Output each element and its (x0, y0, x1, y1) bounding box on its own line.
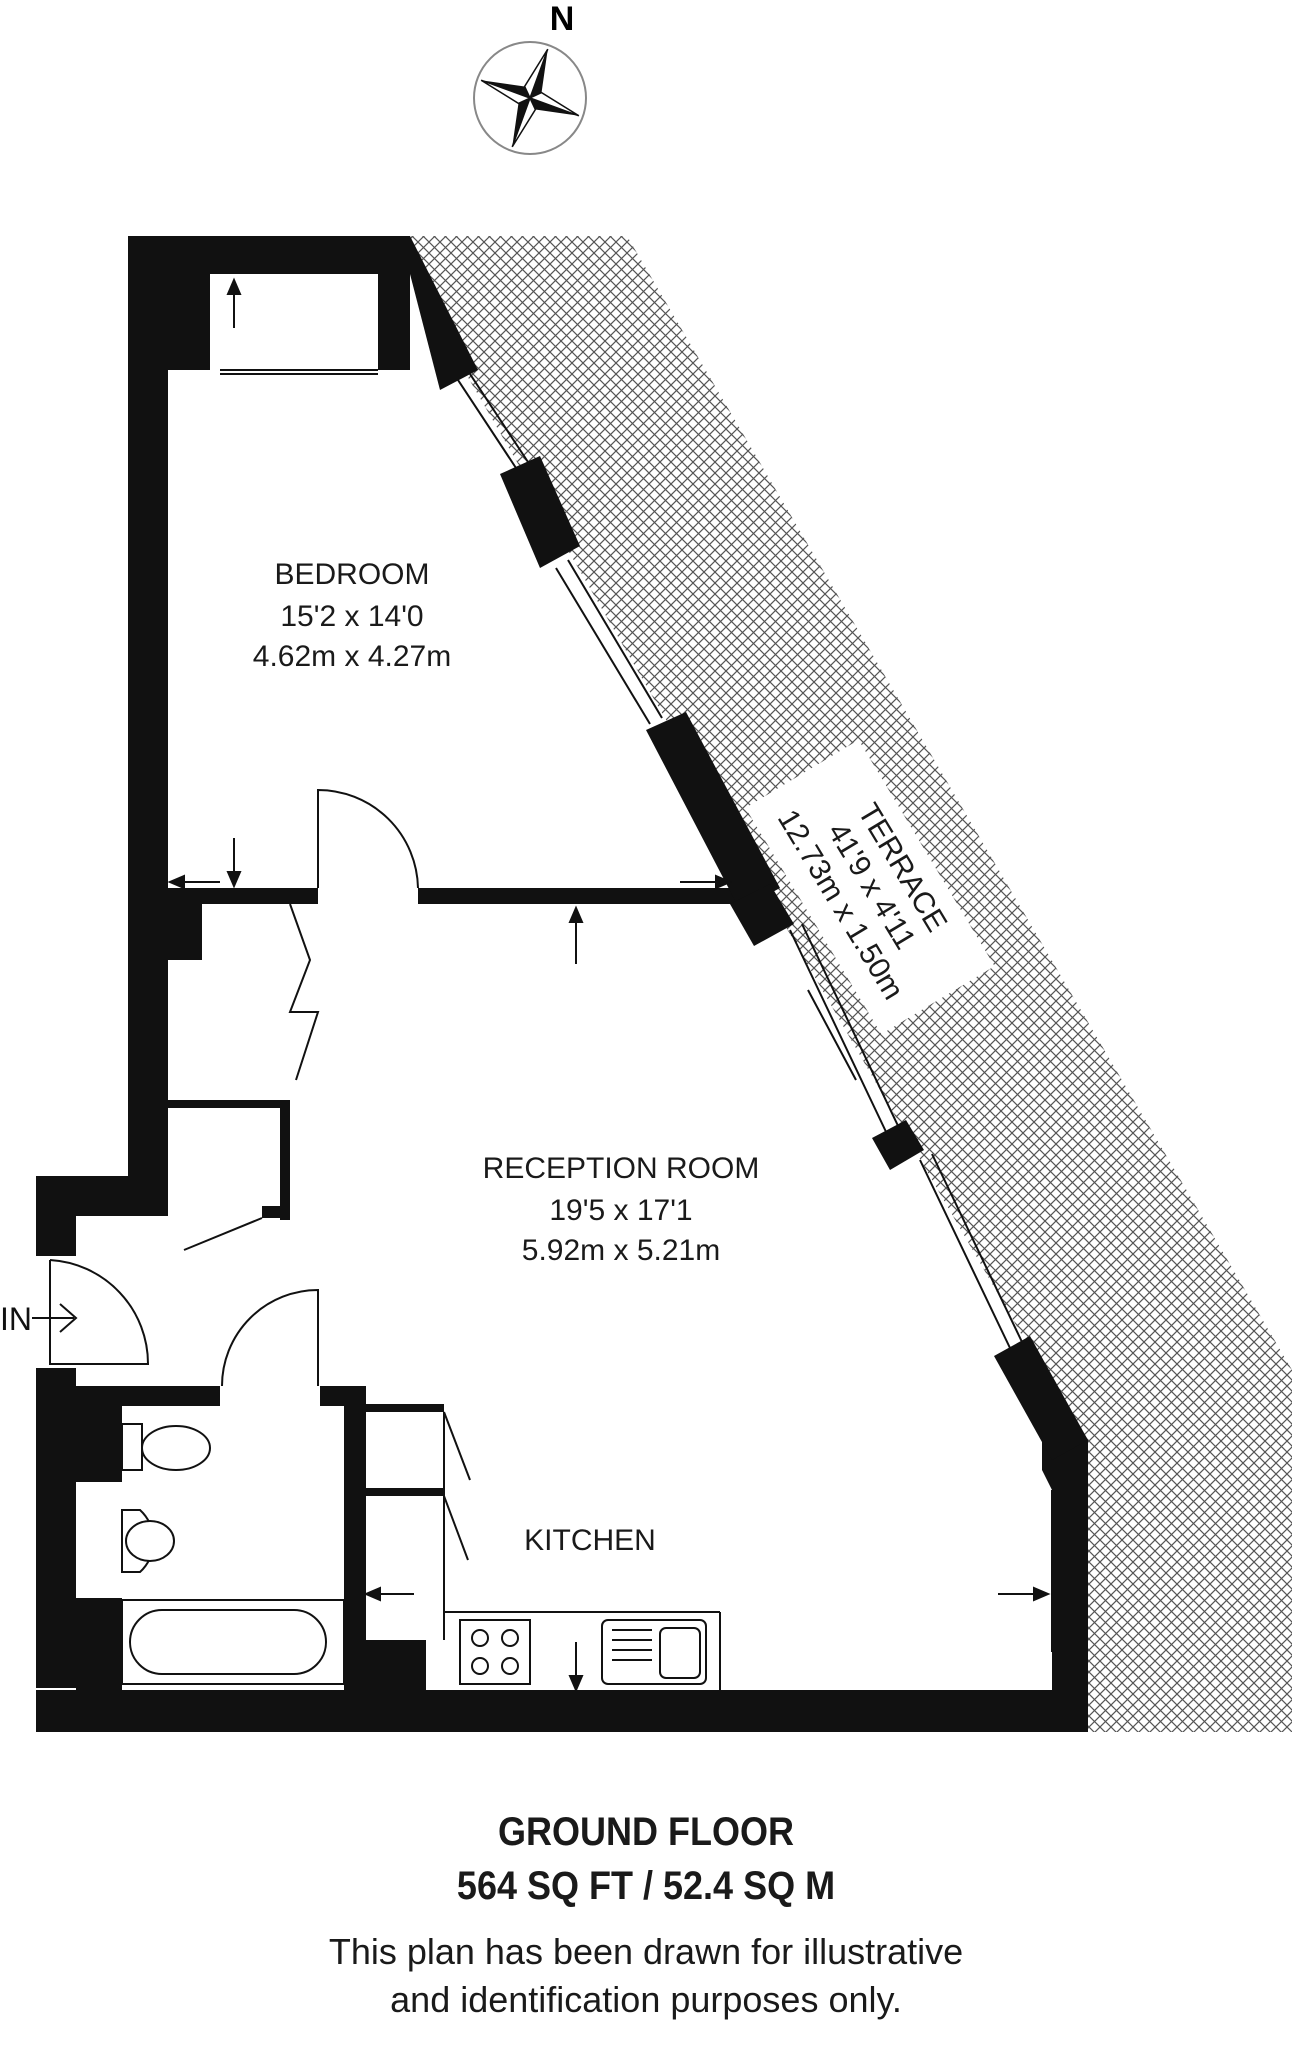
reception-name: RECEPTION ROOM (483, 1152, 760, 1185)
reception-imperial-size: 19'5 x 17'1 (549, 1194, 692, 1227)
reception-metric-size: 5.92m x 5.21m (522, 1234, 720, 1267)
bedroom-metric-size: 4.62m x 4.27m (253, 640, 451, 673)
fixtures (121, 1423, 721, 1690)
terrace-label-box (745, 739, 995, 1035)
floor-area: 564 SQ FT / 52.4 SQ M (456, 1864, 836, 1908)
toilet-icon (121, 1423, 211, 1471)
entrance-label: IN (0, 1301, 32, 1337)
bedroom-name: BEDROOM (274, 558, 429, 591)
kitchen-name: KITCHEN (524, 1524, 656, 1557)
washbasin-icon (121, 1509, 175, 1573)
interior-floor (50, 372, 1042, 1690)
compass-rose-icon (473, 41, 587, 155)
dimension-arrows (167, 277, 1051, 1693)
floor-name: GROUND FLOOR (498, 1810, 794, 1854)
bathtub-icon (121, 1599, 345, 1685)
walls (36, 236, 1088, 1732)
terrace-area (410, 236, 1292, 1732)
sink-icon (601, 1619, 707, 1685)
windows (220, 369, 1065, 1652)
disclaimer-line-1: This plan has been drawn for illustrativ… (328, 1931, 964, 1972)
entrance-arrow-icon (32, 1303, 78, 1333)
doors (49, 788, 471, 1640)
disclaimer-line-2: and identification purposes only. (390, 1979, 902, 2020)
kitchen-worktop (444, 1611, 721, 1690)
hob-icon (459, 1619, 531, 1685)
compass-north-label: N (550, 0, 575, 38)
compass: N (473, 0, 587, 155)
bedroom-imperial-size: 15'2 x 14'0 (280, 600, 423, 633)
